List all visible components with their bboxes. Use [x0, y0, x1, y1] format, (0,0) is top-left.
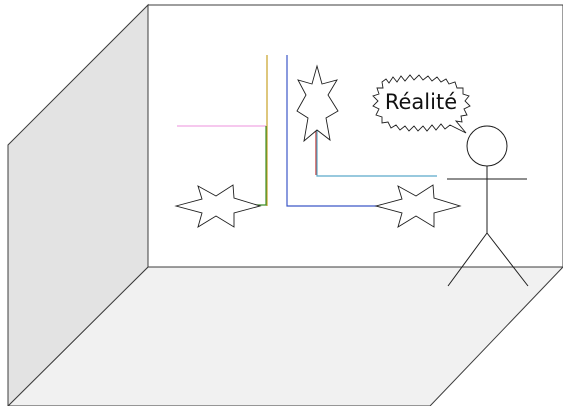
explosion-stars: [174, 64, 462, 228]
explosion-star-right: [374, 184, 462, 228]
speech-bubble: Réalité: [372, 74, 471, 134]
stick-figure-right-leg: [486, 232, 529, 287]
explosion-star-left: [174, 184, 262, 228]
explosion-star-top: [296, 64, 339, 143]
speech-bubble-outline: [372, 74, 471, 134]
speech-bubble-text: Réalité: [385, 90, 457, 114]
light-blue-line: [316, 118, 437, 177]
stick-figure: [447, 125, 529, 287]
stick-figure-left-leg: [447, 232, 488, 287]
back-wall: [147, 4, 563, 268]
